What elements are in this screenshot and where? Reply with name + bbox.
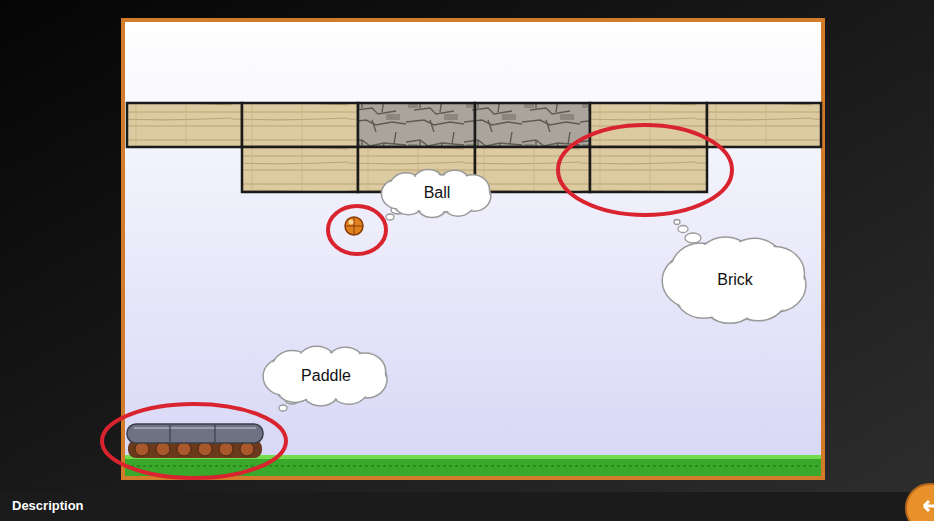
wheel <box>198 442 212 456</box>
ball-shine <box>349 220 354 225</box>
wood-brick <box>242 147 358 192</box>
paddle-ring <box>102 404 286 478</box>
grass-strip <box>125 455 821 476</box>
bottom-bar <box>0 492 934 521</box>
wheel <box>177 442 191 456</box>
grass-blades <box>125 465 821 467</box>
callout-text: Ball <box>383 184 491 202</box>
callout-cloud: Paddle <box>265 347 387 405</box>
bubble <box>279 405 287 411</box>
callout-text: Brick <box>665 271 805 289</box>
wheel <box>219 442 233 456</box>
grass <box>125 455 821 476</box>
back-button <box>906 484 934 521</box>
wood-brick <box>242 103 358 147</box>
ball-body <box>345 217 363 235</box>
paddle-hull <box>127 424 263 443</box>
paddle-seams <box>170 425 215 442</box>
wood-brick <box>590 147 707 192</box>
bubble <box>678 226 688 233</box>
bubble <box>685 233 701 243</box>
wheel <box>240 442 254 456</box>
back-arrow <box>924 501 934 511</box>
paddle-wheels <box>135 442 254 456</box>
ball <box>345 217 363 235</box>
ball-ring <box>328 206 386 254</box>
game-frame <box>123 20 823 478</box>
wheel <box>156 442 170 456</box>
stone-brick <box>475 103 590 147</box>
wood-brick <box>127 103 242 147</box>
ball-seam <box>345 217 363 235</box>
wheel <box>135 442 149 456</box>
back-circle <box>906 484 934 521</box>
brick-ring <box>558 125 732 215</box>
menu-label: Description <box>12 498 84 513</box>
callout-text: Paddle <box>265 367 387 385</box>
highlight-rings <box>102 125 732 478</box>
paddle <box>127 424 263 458</box>
wood-brick <box>475 147 590 192</box>
wood-brick <box>707 103 821 147</box>
bubble <box>674 220 680 225</box>
bubble <box>386 214 394 220</box>
stone-brick <box>358 103 475 147</box>
callout-cloud: Ball <box>383 170 491 217</box>
paddle-highlight <box>134 427 256 429</box>
callout-cloud: Brick <box>665 238 805 322</box>
